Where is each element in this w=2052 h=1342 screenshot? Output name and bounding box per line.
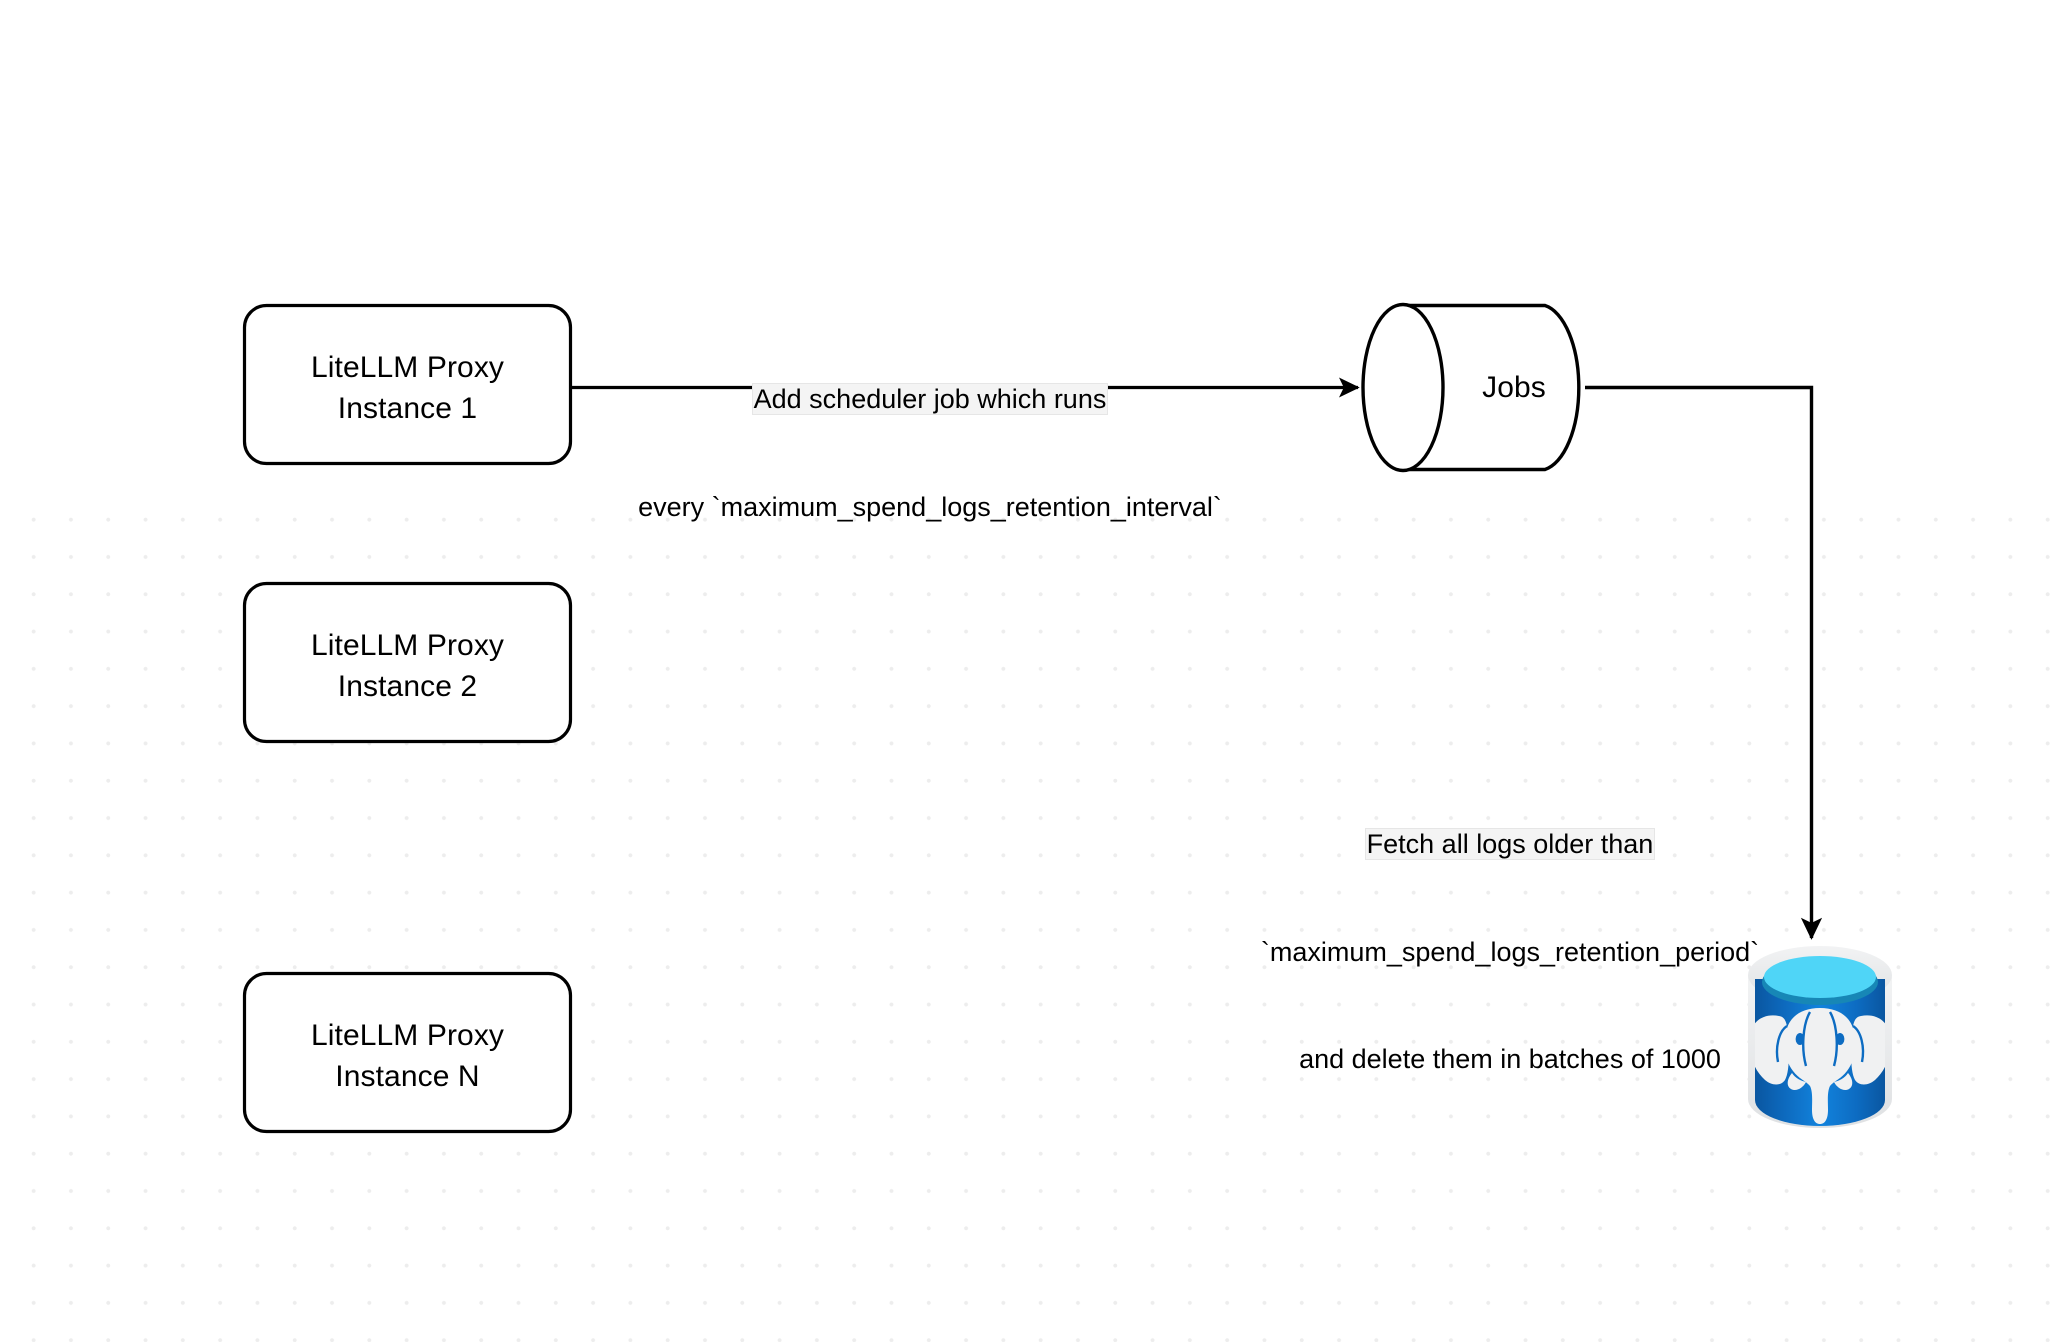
edge-fetch-label-line-2: `maximum_spend_logs_retention_period` [1260, 936, 1760, 967]
edge-fetch-label-line-3: and delete them in batches of 1000 [1299, 1044, 1721, 1075]
node-jobs-cylinder[interactable] [1361, 302, 1581, 473]
node-instance-2[interactable] [242, 581, 573, 744]
edge-jobs-to-postgres [1585, 385, 1823, 940]
edge-scheduler-label: Add scheduler job which runs every `maxi… [580, 310, 1280, 597]
node-postgres-database[interactable] [1748, 946, 1892, 1128]
node-instance-1[interactable] [242, 303, 573, 466]
edge-fetch-label-line-1: Fetch all logs older than [1365, 828, 1655, 859]
edge-scheduler-label-line-1: Add scheduler job which runs [752, 383, 1108, 414]
node-instance-n[interactable] [242, 971, 573, 1134]
edge-scheduler-label-line-2: every `maximum_spend_logs_retention_inte… [638, 491, 1222, 522]
postgresql-elephant-icon [1755, 1008, 1885, 1124]
edge-fetch-delete-label: Fetch all logs older than `maximum_spend… [1230, 755, 1790, 1150]
